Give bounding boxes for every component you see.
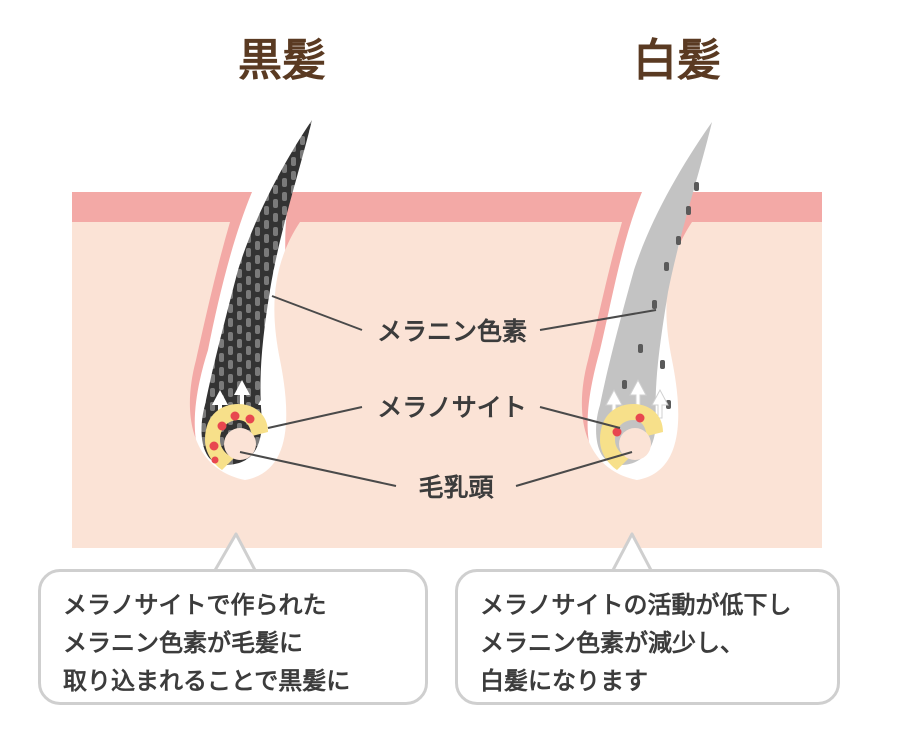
- black-hair: [201, 120, 312, 465]
- callout-left-line-3: 取り込まれることで黒髪に: [63, 667, 351, 695]
- skin-dermis: [72, 222, 822, 548]
- callout-left-line-2: メラニン色素が毛髪に: [63, 629, 303, 657]
- label-dermal-papilla: 毛乳頭: [418, 473, 494, 502]
- melanocyte-dots-left: [209, 411, 255, 464]
- white-hair: [596, 122, 712, 465]
- papilla-right: [619, 428, 651, 460]
- callout-black-hair: メラノサイトで作られた メラニン色素が毛髪に 取り込まれることで黒髪に: [38, 569, 428, 705]
- callout-white-hair: メラノサイトの活動が低下し メラニン色素が減少し、 白髪になります: [455, 569, 840, 705]
- title-black-hair: 黒髪: [238, 35, 326, 86]
- sparse-melanin: [622, 182, 699, 409]
- label-melanin: メラニン色素: [377, 317, 527, 346]
- bulb-left: [205, 404, 268, 470]
- melanocyte-dots-right: [612, 413, 645, 437]
- label-melanocyte: メラノサイト: [377, 393, 527, 422]
- callout-pointers: [212, 532, 654, 573]
- leader-lines: [239, 295, 657, 487]
- callout-left-line-1: メラノサイトで作られた: [63, 591, 327, 619]
- papilla-left: [224, 428, 256, 460]
- skin-section: [72, 192, 822, 548]
- melanocyte-crescent-right: [600, 404, 663, 470]
- callout-right-line-3: 白髪になります: [480, 667, 648, 695]
- white-hair-shaft: [596, 122, 712, 465]
- melanin-arrows-left: [212, 380, 274, 418]
- melanin-arrows-right: [605, 378, 669, 419]
- callout-right-line-2: メラニン色素が減少し、: [480, 629, 744, 657]
- title-white-hair: 白髪: [633, 35, 721, 86]
- black-hair-shaft: [201, 120, 312, 465]
- callout-right-line-1: メラノサイトの活動が低下し: [480, 591, 792, 619]
- bulb-right: [600, 404, 663, 470]
